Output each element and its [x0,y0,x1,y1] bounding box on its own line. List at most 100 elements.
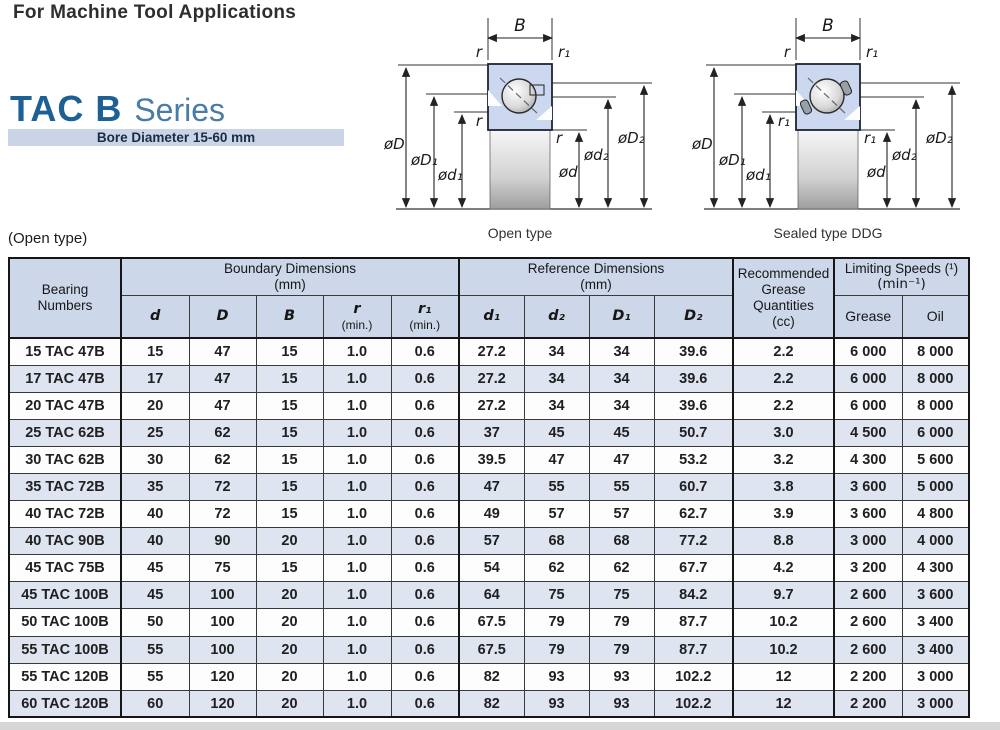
diagram-caption-sealed: Sealed type DDG [774,225,883,241]
dimension-cell: 0.6 [390,662,460,691]
dimension-cell: 5 600 [901,445,970,474]
dimension-cell: 0.6 [390,635,460,664]
dimension-cell: 0.6 [390,581,460,610]
dimension-cell: 8 000 [901,337,970,366]
dimension-cell: 4 500 [833,418,903,447]
dim-label-r1-mid-left: r₁ [778,112,790,130]
bearing-diagram-open: B r r₁ r r øD øD₁ ød₁ ød ød₂ øD₂ Open ty… [383,16,652,241]
dimension-cell: 3.8 [732,472,835,502]
dimension-cell: 93 [588,662,655,691]
dimension-cell: 25 [120,418,190,447]
dimension-cell: 79 [523,635,590,664]
col-header-oil: Oil [901,294,970,339]
col-header-grease-quantities: Recommended Grease Quantities (cc) [732,257,835,339]
dimension-cell: 55 [588,472,655,502]
dimension-cell: 45 [120,554,190,583]
dimension-cell: 8.8 [732,527,835,556]
seal-right [839,80,853,96]
col-header-D2: D₂ [653,294,734,339]
bottom-edge-strip [0,722,1000,730]
dimension-cell: 39.6 [653,364,734,393]
dimension-cell: 3 600 [901,581,970,610]
dimension-cell: 15 [255,500,324,529]
dimension-cell: 0.6 [390,418,460,447]
dimension-cell: 47 [458,472,525,502]
dimension-cell: 93 [523,689,590,718]
dimension-cell: 27.2 [458,391,525,420]
dimension-cell: 102.2 [653,662,734,691]
dimension-cell: 20 [255,608,324,637]
dimension-cell: 15 [120,337,190,366]
dimension-cell: 15 [255,445,324,474]
dimension-cell: 6 000 [833,337,903,366]
dimension-cell: 62 [188,418,257,447]
dimension-cell: 3 000 [901,662,970,691]
col-header-grease: Grease [833,294,903,339]
dimension-cell: 20 [255,581,324,610]
dimension-cell: 12 [732,662,835,691]
bearing-diagram-sealed: B r r₁ r₁ r₁ øD øD₁ ød₁ ød ød₂ øD₂ Seale… [691,16,960,241]
dimension-cell: 40 [120,500,190,529]
dimension-cell: 55 [523,472,590,502]
dimension-cell: 10.2 [732,635,835,664]
boundary-unit: (mm) [274,276,306,292]
bearing-number-cell: 60 TAC 120B [8,689,122,718]
reference-unit: (mm) [580,276,612,292]
dimension-cell: 2 600 [833,581,903,610]
seal-left [799,99,813,115]
dim-label-r-top-left: r [476,43,483,61]
dimension-cell: 67.5 [458,635,525,664]
diagram-caption-open: Open type [488,225,553,241]
dimension-cell: 45 [588,418,655,447]
bearing-number-cell: 30 TAC 62B [8,445,122,474]
dimension-cell: 3 400 [901,635,970,664]
dim-label-r-mid-right: r [556,129,563,147]
bearing-table: Bearing Numbers Boundary Dimensions (mm)… [8,257,971,719]
dimension-cell: 17 [120,364,190,393]
dimension-cell: 2.2 [732,364,835,393]
dimension-cell: 0.6 [390,608,460,637]
dimension-cell: 67.7 [653,554,734,583]
reference-title: Reference Dimensions [527,260,665,276]
col-header-d: d [120,294,190,339]
dimension-cell: 79 [588,635,655,664]
dim-label-oD: øD [691,135,713,153]
dim-label-r1-top-right: r₁ [558,43,570,61]
dimension-cell: 39.6 [653,391,734,420]
dimension-cell: 47 [188,364,257,393]
dimension-cell: 6 000 [833,364,903,393]
col-header-d2: d₂ [523,294,590,339]
dim-label-od1: ød₁ [745,166,771,184]
dimension-cell: 75 [588,581,655,610]
dimension-cell: 6 000 [833,391,903,420]
dimension-cell: 3 000 [901,689,970,718]
dimension-cell: 15 [255,364,324,393]
dim-label-oD2: øD₂ [925,129,953,147]
page-title: For Machine Tool Applications [13,2,297,23]
dim-label-r1-top-right: r₁ [866,43,878,61]
dimension-cell: 67.5 [458,608,525,637]
dimension-cell: 45 [523,418,590,447]
dim-label-B: B [514,16,526,36]
dimension-cell: 1.0 [322,608,392,637]
dimension-cell: 120 [188,662,257,691]
dimension-cell: 102.2 [653,689,734,718]
dimension-cell: 68 [588,527,655,556]
dimension-cell: 3 200 [833,554,903,583]
dimension-cell: 34 [588,337,655,366]
dimension-cell: 39.5 [458,445,525,474]
dimension-cell: 10.2 [732,608,835,637]
dimension-cell: 75 [188,554,257,583]
dimension-cell: 4 800 [901,500,970,529]
dimension-cell: 8 000 [901,364,970,393]
dimension-cell: 4 300 [833,445,903,474]
dim-label-od2: ød₂ [891,146,917,164]
dimension-cell: 47 [188,391,257,420]
dimension-cell: 3.2 [732,445,835,474]
dimension-cell: 2 200 [833,662,903,691]
